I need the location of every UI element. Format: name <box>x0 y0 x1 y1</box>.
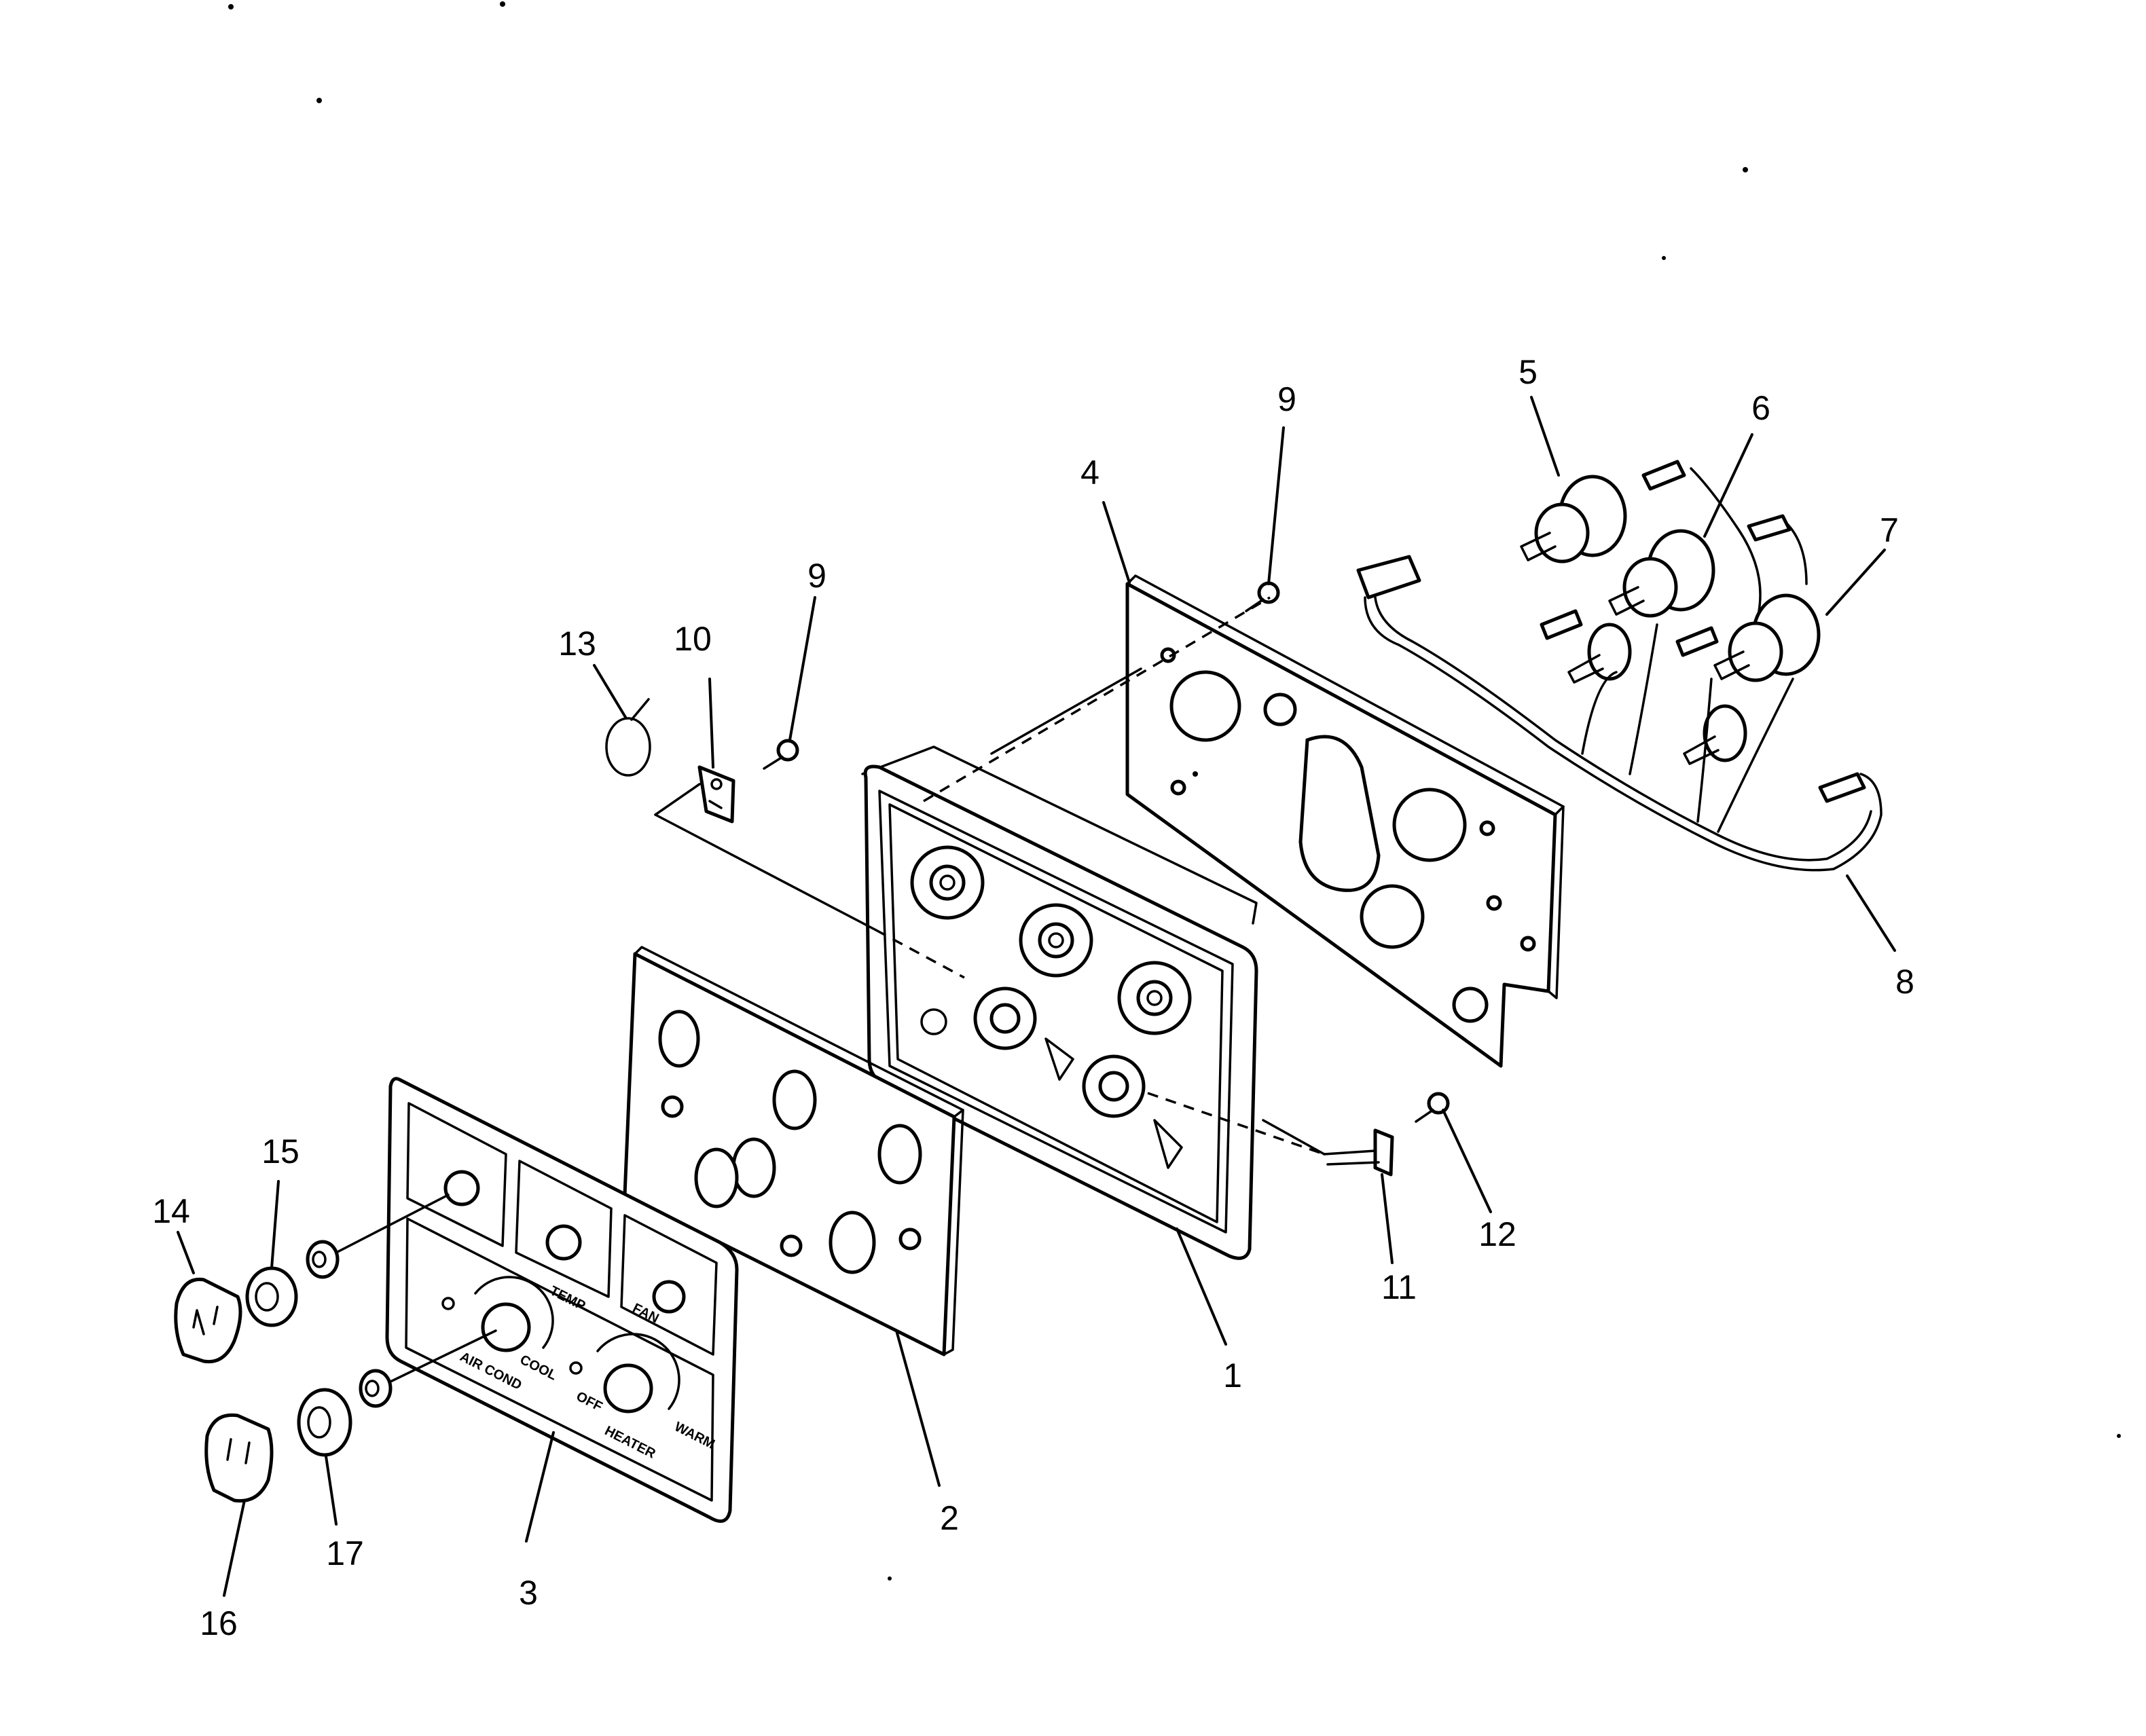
callout-12: 12 <box>1478 1215 1516 1253</box>
mounting-plate <box>1125 574 1565 1068</box>
callout-4: 4 <box>1080 454 1099 492</box>
callout-9-top: 9 <box>1277 380 1296 418</box>
callout-2: 2 <box>940 1499 959 1537</box>
callout-15: 15 <box>261 1132 299 1170</box>
callouts: 1 2 3 4 5 6 7 8 9 9 10 11 12 13 14 15 16… <box>152 353 1914 1642</box>
callout-9-left: 9 <box>807 557 826 595</box>
callout-8: 8 <box>1895 963 1914 1001</box>
switch-housing <box>861 745 1258 1260</box>
hardware <box>174 581 1450 1503</box>
assembly-lines <box>335 596 1326 1383</box>
face-plate: TEMP COOL AIR COND HEATER WARM OFF FAN <box>385 1077 739 1523</box>
callout-10: 10 <box>674 620 712 658</box>
callout-17: 17 <box>326 1534 364 1572</box>
callout-7: 7 <box>1880 511 1899 549</box>
callout-16: 16 <box>200 1604 238 1642</box>
callout-13: 13 <box>558 625 596 663</box>
leader-lines <box>177 396 1896 1597</box>
switch-and-harness-assembly <box>1356 460 1883 872</box>
callout-6: 6 <box>1751 389 1770 427</box>
scan-specks <box>228 1 2121 1581</box>
callout-3: 3 <box>519 1574 538 1612</box>
callout-5: 5 <box>1518 353 1538 391</box>
callout-1: 1 <box>1223 1356 1242 1395</box>
callout-14: 14 <box>152 1192 190 1230</box>
gasket <box>623 946 964 1356</box>
callout-11: 11 <box>1381 1268 1417 1306</box>
